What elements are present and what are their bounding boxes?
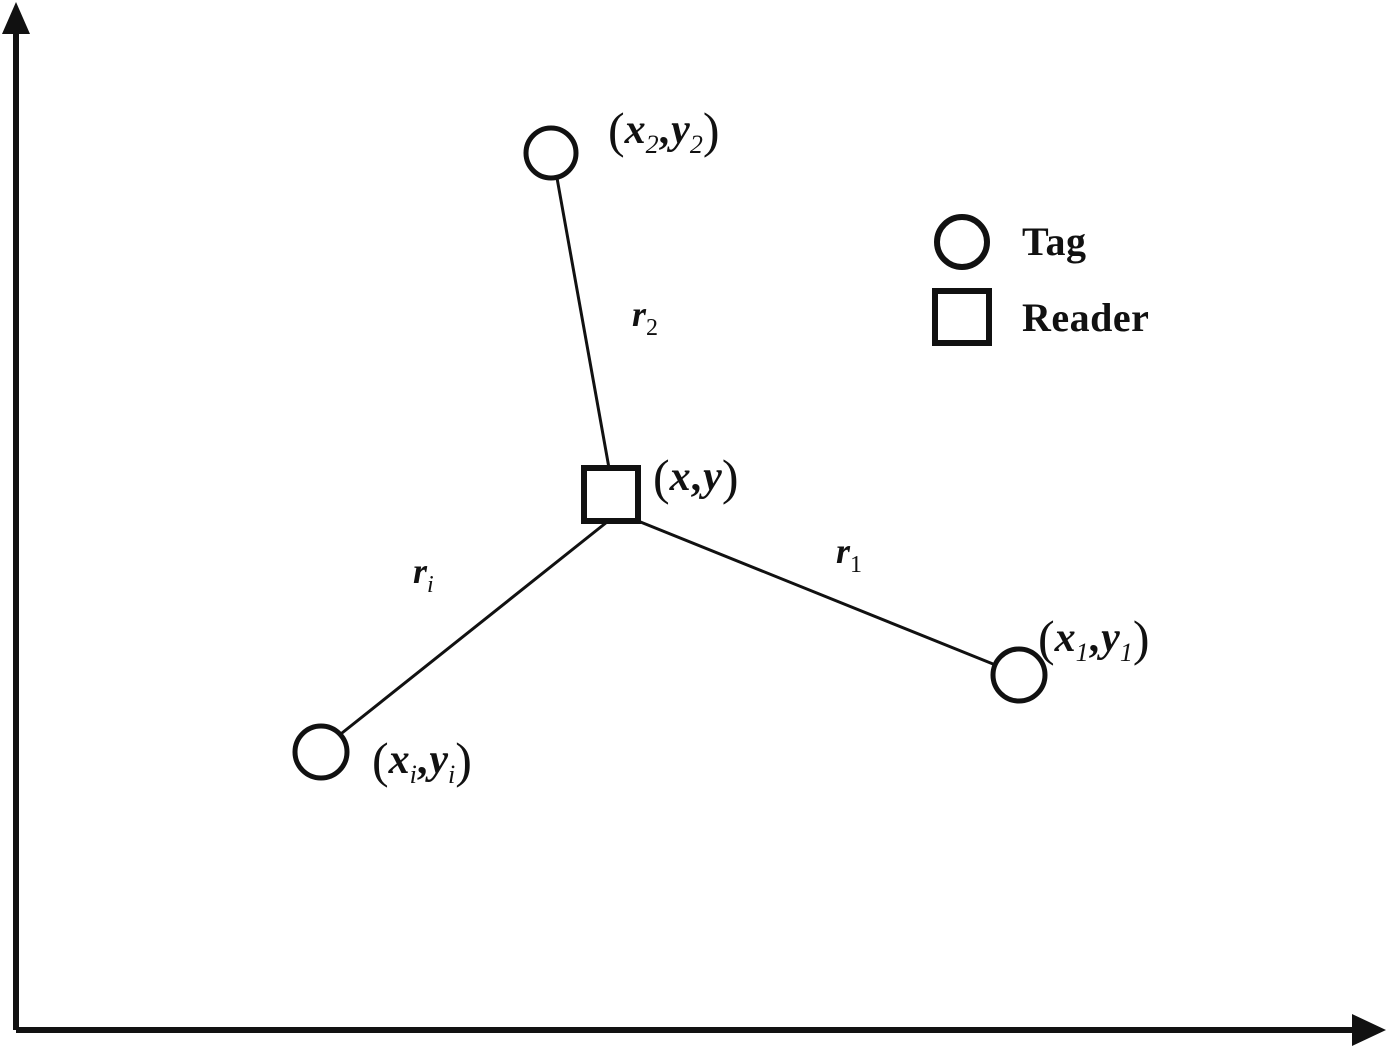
reader-coordinate-label: (x,y)	[653, 452, 738, 502]
x-axis-arrowhead-icon	[1352, 1014, 1386, 1046]
tagi-x-sub: i	[409, 760, 417, 789]
edge-r1-label: r1	[836, 533, 862, 577]
reader-open-paren: (	[653, 449, 670, 505]
edge-r1-var: r	[836, 531, 851, 571]
reader-marker-square[interactable]	[581, 465, 641, 524]
edge-r2-sub: 2	[646, 315, 659, 341]
tagi-close-paren: )	[455, 732, 472, 788]
edge-ri-var: r	[413, 551, 428, 591]
tagi-open-paren: (	[372, 732, 389, 788]
tagi-coordinate-label: (xi,yi)	[372, 735, 472, 788]
legend-markers-group	[932, 214, 992, 346]
tag2-open-paren: (	[608, 102, 625, 158]
edge-r1-line	[636, 519, 1000, 668]
legend-tag-circle-icon	[934, 214, 990, 270]
tag1-comma: ,	[1088, 615, 1102, 661]
tag2-y-var: y	[671, 107, 690, 153]
tag1-coordinate-label: (x1,y1)	[1038, 613, 1149, 666]
tag1-marker-circle[interactable]	[990, 646, 1048, 704]
edge-ri-line	[340, 520, 609, 735]
tag1-x-var: x	[1054, 615, 1076, 661]
edge-r2-line	[555, 176, 611, 470]
edge-r1-sub: 1	[850, 552, 863, 578]
tagi-y-sub: i	[448, 760, 456, 789]
legend-reader-label: Reader	[1022, 295, 1150, 340]
y-axis-arrowhead-icon	[2, 2, 30, 34]
legend-tag-label: Tag	[1022, 219, 1087, 264]
tag1-y-sub: 1	[1119, 638, 1133, 667]
tag2-marker-circle[interactable]	[523, 125, 579, 181]
tag1-close-paren: )	[1132, 610, 1150, 666]
edges-group	[340, 176, 1000, 735]
tag1-x-sub: 1	[1075, 638, 1089, 667]
tagi-y-var: y	[429, 737, 449, 783]
tag2-coordinate-label: (x2,y2)	[608, 105, 719, 158]
edge-r2-label: r2	[632, 296, 658, 340]
tag2-x-sub: 2	[645, 130, 659, 159]
tagi-x-var: x	[388, 737, 410, 783]
tag2-y-sub: 2	[689, 130, 703, 159]
tagi-marker-circle[interactable]	[292, 723, 350, 781]
legend-reader-square-icon	[932, 288, 992, 346]
tag2-comma: ,	[658, 107, 672, 153]
tag2-close-paren: )	[702, 102, 720, 158]
tagi-comma: ,	[416, 737, 430, 783]
reader-comma: ,	[690, 454, 704, 500]
reader-y-var: y	[703, 454, 722, 500]
nodes-group	[292, 125, 1048, 781]
edge-ri-label: ri	[413, 553, 434, 597]
tag2-x-var: x	[624, 107, 646, 153]
reader-x-var: x	[669, 454, 691, 500]
edge-ri-sub: i	[427, 572, 434, 598]
edge-r2-var: r	[632, 294, 647, 334]
reader-close-paren: )	[721, 449, 739, 505]
tag1-open-paren: (	[1038, 610, 1055, 666]
tag1-y-var: y	[1101, 615, 1120, 661]
